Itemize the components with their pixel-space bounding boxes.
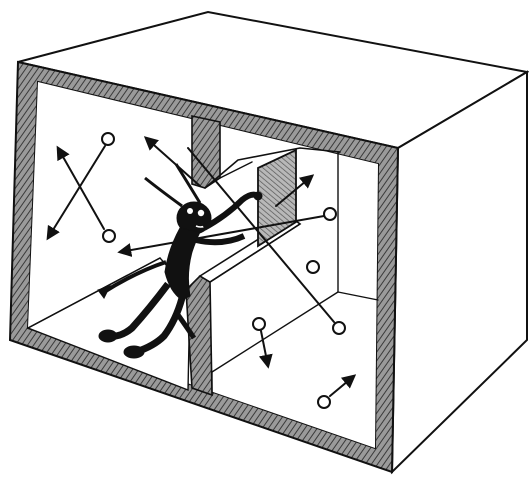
partition-upper [192,116,220,188]
gas-molecule [307,261,319,273]
